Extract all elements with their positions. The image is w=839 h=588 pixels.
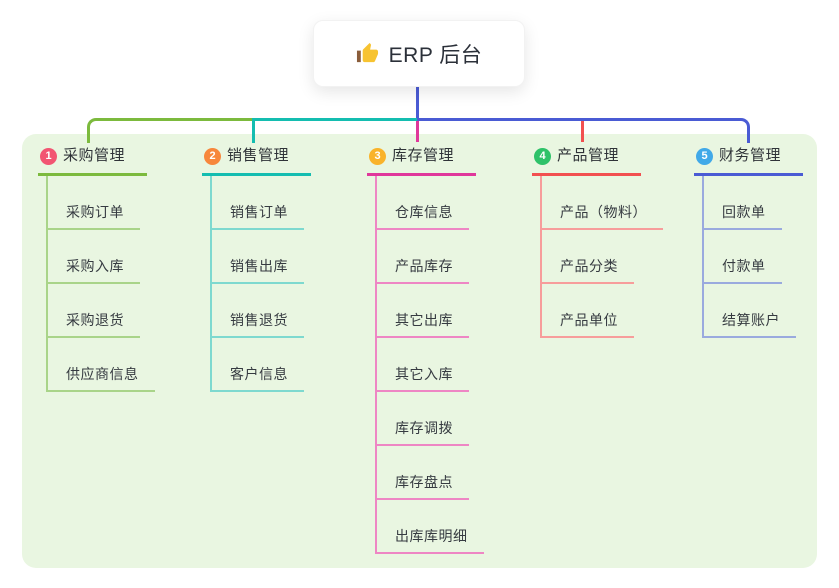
child-node[interactable]: 产品单位 [542, 284, 634, 338]
branch-finance: 5 财务管理 回款单 付款单 结算账户 [694, 147, 804, 338]
child-node-label: 产品单位 [560, 312, 618, 328]
child-node-label: 付款单 [722, 258, 766, 274]
branch-inventory: 3 库存管理 仓库信息 产品库存 其它出库 其它入库 库存调拨 库存盘点 出库库… [367, 147, 484, 554]
child-node[interactable]: 回款单 [704, 176, 782, 230]
thumbs-up-icon [356, 42, 378, 63]
child-node-label: 其它出库 [395, 312, 453, 328]
child-node-label: 库存盘点 [395, 474, 453, 490]
connector-branch-5 [417, 118, 750, 143]
connector-branch-4 [581, 121, 584, 142]
child-node-label: 采购入库 [66, 258, 124, 274]
branch-label: 库存管理 [392, 147, 455, 164]
branch-header[interactable]: 1 采购管理 [38, 147, 148, 176]
branch-number-badge: 3 [369, 147, 386, 165]
branch-header[interactable]: 5 财务管理 [694, 147, 804, 176]
child-node-label: 销售订单 [230, 204, 288, 220]
branch-children: 采购订单 采购入库 采购退货 供应商信息 [46, 176, 155, 392]
child-node-label: 产品分类 [560, 258, 618, 274]
child-node-label: 产品（物料） [560, 204, 647, 220]
branch-label: 采购管理 [63, 147, 126, 164]
child-node-label: 其它入库 [395, 366, 453, 382]
child-node[interactable]: 采购订单 [48, 176, 140, 230]
child-node-label: 结算账户 [722, 312, 780, 328]
branch-panel-background [22, 134, 817, 568]
child-node-label: 回款单 [722, 204, 766, 220]
branch-header[interactable]: 3 库存管理 [367, 147, 477, 176]
connector-branch-3 [416, 121, 419, 142]
root-node-title: ERP 后台 [388, 43, 483, 67]
root-connector-line [416, 84, 419, 118]
child-node[interactable]: 库存盘点 [377, 446, 469, 500]
branch-number-badge: 4 [534, 147, 551, 165]
branch-purchase: 1 采购管理 采购订单 采购入库 采购退货 供应商信息 [38, 147, 155, 392]
branch-number-badge: 2 [204, 147, 221, 165]
root-node[interactable]: ERP 后台 [313, 20, 525, 87]
child-node-label: 销售出库 [230, 258, 288, 274]
branch-sales: 2 销售管理 销售订单 销售出库 销售退货 客户信息 [202, 147, 312, 392]
branch-label: 产品管理 [557, 147, 620, 164]
child-node[interactable]: 库存调拨 [377, 392, 469, 446]
child-node[interactable]: 仓库信息 [377, 176, 469, 230]
child-node[interactable]: 产品库存 [377, 230, 469, 284]
child-node[interactable]: 产品分类 [542, 230, 634, 284]
branch-number-badge: 1 [40, 147, 57, 165]
branch-label: 财务管理 [719, 147, 782, 164]
child-node-label: 出库库明细 [395, 528, 468, 544]
branch-header[interactable]: 4 产品管理 [532, 147, 642, 176]
child-node[interactable]: 其它出库 [377, 284, 469, 338]
branch-number-badge: 5 [696, 147, 713, 165]
child-node-label: 采购退货 [66, 312, 124, 328]
child-node-label: 库存调拨 [395, 420, 453, 436]
connector-branch-2 [252, 118, 419, 143]
branch-header[interactable]: 2 销售管理 [202, 147, 312, 176]
child-node-label: 客户信息 [230, 366, 288, 382]
child-node[interactable]: 销售退货 [212, 284, 304, 338]
child-node[interactable]: 采购入库 [48, 230, 140, 284]
child-node-label: 供应商信息 [66, 366, 139, 382]
child-node[interactable]: 出库库明细 [377, 500, 484, 554]
child-node[interactable]: 销售出库 [212, 230, 304, 284]
child-node-label: 产品库存 [395, 258, 453, 274]
child-node[interactable]: 结算账户 [704, 284, 796, 338]
child-node[interactable]: 其它入库 [377, 338, 469, 392]
child-node[interactable]: 客户信息 [212, 338, 304, 392]
connector-branch-1 [87, 118, 255, 143]
child-node[interactable]: 产品（物料） [542, 176, 663, 230]
branch-children: 产品（物料） 产品分类 产品单位 [540, 176, 663, 338]
branch-children: 仓库信息 产品库存 其它出库 其它入库 库存调拨 库存盘点 出库库明细 [375, 176, 484, 554]
branch-product: 4 产品管理 产品（物料） 产品分类 产品单位 [532, 147, 663, 338]
child-node[interactable]: 供应商信息 [48, 338, 155, 392]
child-node[interactable]: 付款单 [704, 230, 782, 284]
branch-children: 销售订单 销售出库 销售退货 客户信息 [210, 176, 304, 392]
child-node-label: 采购订单 [66, 204, 124, 220]
branch-children: 回款单 付款单 结算账户 [702, 176, 796, 338]
child-node-label: 销售退货 [230, 312, 288, 328]
child-node[interactable]: 采购退货 [48, 284, 140, 338]
child-node-label: 仓库信息 [395, 204, 453, 220]
branch-label: 销售管理 [227, 147, 290, 164]
child-node[interactable]: 销售订单 [212, 176, 304, 230]
